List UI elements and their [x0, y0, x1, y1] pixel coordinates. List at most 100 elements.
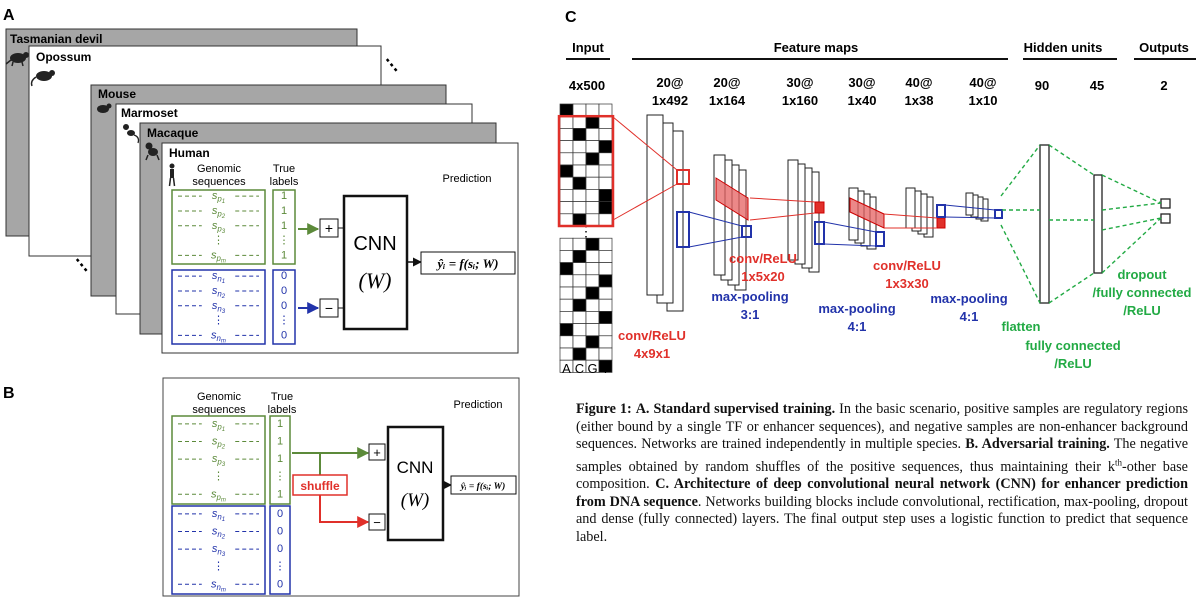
a-cnn-box	[342, 194, 409, 331]
species-human: Human	[169, 146, 210, 160]
b-minus-sign: −	[373, 515, 381, 530]
pool1-link	[688, 211, 743, 227]
one-hot-cell	[559, 128, 574, 141]
pos-label-value: ⋮	[275, 471, 286, 483]
pos-label-value: 1	[281, 220, 287, 232]
neg-label-value: 0	[281, 300, 287, 312]
one-hot-cell	[559, 237, 574, 251]
layer-dimension: 30@1x40	[848, 75, 877, 108]
feature-map-layers	[612, 114, 1171, 312]
one-hot-cell	[585, 176, 600, 190]
species-tasmanian-devil: Tasmanian devil	[10, 32, 102, 46]
output-unit	[1160, 213, 1171, 224]
panel-b-letter: B	[3, 385, 15, 402]
one-hot-cell	[598, 262, 613, 276]
one-hot-cell	[585, 189, 600, 202]
neg-label-value: ⋮	[279, 315, 290, 327]
hidden-layer-45	[1093, 174, 1103, 274]
tasmanian-devil-icon	[5, 52, 29, 67]
dense-connection	[1101, 202, 1162, 211]
one-hot-cell	[585, 164, 600, 178]
mouse-icon	[97, 103, 112, 113]
one-hot-cell	[559, 152, 574, 166]
one-hot-cell	[598, 152, 613, 166]
pool1-link	[688, 236, 743, 248]
one-hot-cell	[559, 311, 574, 324]
species-marmoset: Marmoset	[121, 106, 178, 120]
caption-label: Figure 1:	[576, 401, 632, 417]
pool2-link	[823, 243, 877, 247]
pos-label-value: 1	[277, 418, 283, 430]
pos-label-value: ⋮	[279, 235, 290, 247]
one-hot-cell	[559, 176, 574, 190]
one-hot-cell	[559, 298, 574, 312]
b-cnn-label: CNN	[397, 458, 434, 477]
one-hot-cell	[572, 286, 587, 300]
neg-sequence-label: sn1	[212, 270, 225, 285]
layer-dimension: 20@1x164	[709, 75, 746, 108]
neg-sequences-box	[171, 505, 266, 595]
one-hot-cell	[598, 311, 613, 324]
pos-label-value: 1	[277, 488, 283, 500]
one-hot-cell	[559, 347, 574, 361]
neg-sequence-label: snm	[211, 329, 226, 344]
one-hot-cell	[598, 286, 613, 300]
b-plus-box	[368, 443, 386, 461]
layer-dimension: 20@1x492	[652, 75, 688, 108]
vertical-ellipsis: ⋮	[213, 235, 224, 247]
one-hot-cell	[598, 115, 613, 129]
pos-sequence-label: sp2	[212, 436, 226, 451]
one-hot-cell	[559, 286, 574, 300]
one-hot-cell	[598, 250, 613, 263]
conv2-link	[749, 197, 816, 203]
one-hot-cell	[585, 286, 600, 300]
neg-label-value: 0	[281, 285, 287, 297]
b-formula-box	[450, 475, 517, 495]
caption-a-text: In the basic scenario, positive samples …	[576, 401, 1189, 453]
neg-sequence-label: sn1	[212, 508, 225, 523]
pos-sequence-label: sp1	[212, 190, 225, 205]
nucleotide-letter: T	[602, 361, 610, 376]
one-hot-cell	[585, 140, 600, 154]
pos-label-value: 1	[277, 436, 283, 448]
one-hot-cell	[572, 152, 587, 166]
pos-label-value: 1	[281, 205, 287, 217]
one-hot-cell	[572, 335, 587, 349]
neg-labels-box	[272, 269, 296, 345]
conv1-output-unit	[676, 169, 690, 185]
a-minus-sign: −	[325, 300, 333, 316]
header-hidden-units: Hidden units	[1024, 40, 1103, 55]
layer-dimension: 45	[1090, 78, 1104, 93]
nucleotide-letter: C	[575, 361, 584, 376]
one-hot-cell	[598, 298, 613, 312]
feature-map-conv3	[905, 187, 916, 229]
pos-sequence-label: sp1	[212, 418, 225, 433]
conv2-output-unit	[814, 201, 825, 214]
feature-map-pool3	[965, 192, 974, 216]
one-hot-cell	[585, 274, 600, 288]
vertical-ellipsis: ⋮	[213, 471, 224, 483]
pool3-link	[944, 216, 996, 219]
dense-connection	[1101, 217, 1162, 274]
neg-label-value: ⋮	[275, 561, 286, 573]
one-hot-cell	[572, 140, 587, 154]
one-hot-cell	[572, 164, 587, 178]
one-hot-cell	[559, 262, 574, 276]
one-hot-cell	[598, 323, 613, 337]
conv3-output-unit	[936, 217, 946, 229]
one-hot-cell	[598, 176, 613, 190]
header-feature-maps: Feature maps	[774, 40, 859, 55]
layer-dimension: 90	[1035, 78, 1049, 93]
pos-sequences-box	[171, 189, 266, 265]
dense-connection	[1101, 217, 1162, 231]
one-hot-cell	[559, 274, 574, 288]
